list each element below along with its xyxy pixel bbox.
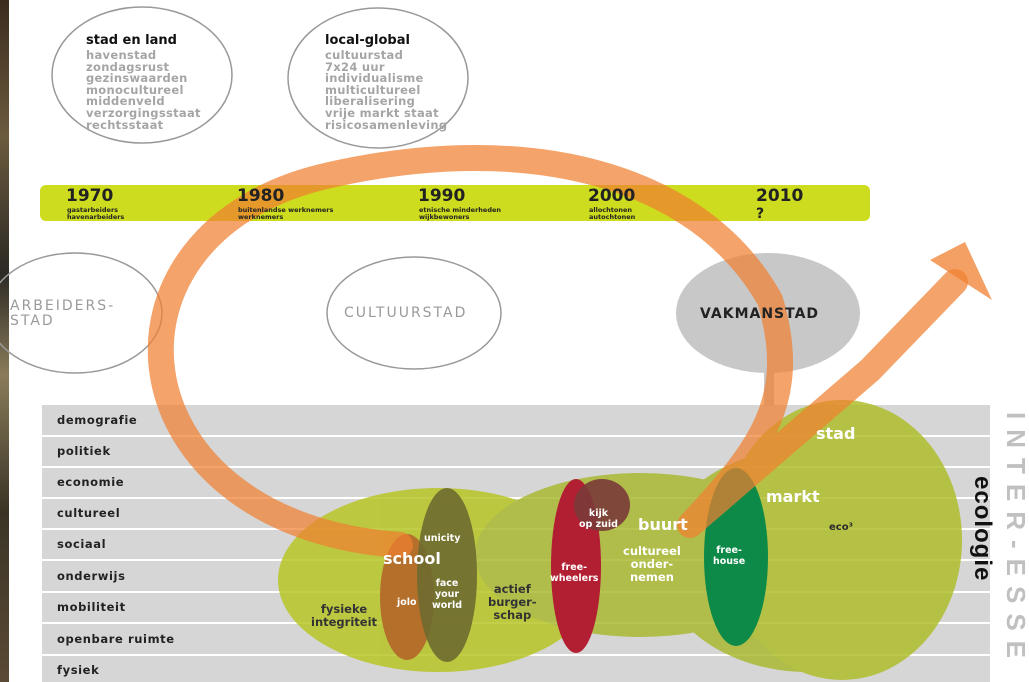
year-2000-sub: allochtonen autochtonen: [589, 206, 636, 221]
photo-strip: [0, 0, 9, 682]
row-label-politiek: politiek: [57, 444, 111, 458]
blob-kijk-op-zuid: [574, 479, 630, 531]
row-label-demografie: demografie: [57, 413, 138, 427]
era-ellipse-local-global: [287, 7, 469, 149]
city-label-vakmanstad: VAKMANSTAD: [700, 306, 820, 322]
city-label-cultuurstad: CULTUURSTAD: [344, 305, 468, 321]
blob-stad: [722, 400, 962, 680]
city-label-arbeidersstad: ARBEIDERS- STAD: [10, 298, 116, 329]
transition-arrow: [147, 144, 968, 558]
inter-esse-label: INTER-ESSE: [1001, 412, 1029, 668]
blob-unicity: [417, 488, 477, 662]
blob-label-markt: markt: [766, 487, 820, 506]
year-1990-sub: etnische minderheden wijkbewoners: [419, 206, 502, 221]
year-2000: 2000: [588, 186, 636, 206]
blob-label-cultureel-ondernemen: cultureel onder- nemen: [623, 544, 681, 584]
blob-label-kijk-op-zuid: kijk op zuid: [579, 508, 618, 530]
blob-label-fysieke-integriteit: fysieke integriteit: [311, 602, 378, 629]
era-list-stad-en-land: havenstad zondagsrust gezinswaarden mono…: [86, 48, 201, 132]
arrow-head: [930, 242, 992, 300]
year-2010: 2010: [756, 186, 804, 206]
blob-label-buurt: buurt: [638, 515, 688, 534]
year-1970-sub: gastarbeiders havenarbeiders: [67, 206, 125, 221]
era-list-local-global: cultuurstad 7x24 uur individualisme mult…: [325, 48, 448, 132]
row-label-fysiek: fysiek: [57, 663, 100, 677]
row-label-sociaal: sociaal: [57, 537, 107, 551]
year-2010-sub: ?: [756, 206, 765, 222]
row-label-onderwijs: onderwijs: [57, 569, 126, 583]
year-1990: 1990: [418, 186, 466, 206]
blob-label-actief-burgerschap: actief burger- schap: [488, 582, 537, 622]
year-1970: 1970: [66, 186, 114, 206]
row-label-mobiliteit: mobiliteit: [57, 600, 126, 614]
blob-label-school: school: [383, 549, 441, 568]
city-ellipse-cultuurstad: [326, 256, 502, 370]
blob-label-stad: stad: [816, 424, 856, 443]
row-label-openbare-ruimte: openbare ruimte: [57, 632, 175, 646]
blob-label-face-your-world: face your world: [432, 578, 463, 611]
ecologie-label: ecologie: [969, 476, 996, 581]
blob-label-jolo: jolo: [397, 597, 417, 608]
row-label-cultureel: cultureel: [57, 506, 121, 520]
year-1980: 1980: [237, 186, 285, 206]
blob-label-freehouse: free- house: [713, 545, 746, 567]
blob-label-eco: eco³: [829, 522, 853, 533]
blob-label-freewheelers: free- wheelers: [550, 562, 599, 584]
row-label-economie: economie: [57, 475, 125, 489]
era-title-local-global: local-global: [325, 33, 410, 48]
blob-label-unicity: unicity: [424, 533, 461, 544]
year-1980-sub: buitenlandse werknemers werknemers: [238, 206, 334, 221]
era-ellipse-stad-en-land: [51, 6, 233, 144]
era-title-stad-en-land: stad en land: [86, 33, 177, 48]
